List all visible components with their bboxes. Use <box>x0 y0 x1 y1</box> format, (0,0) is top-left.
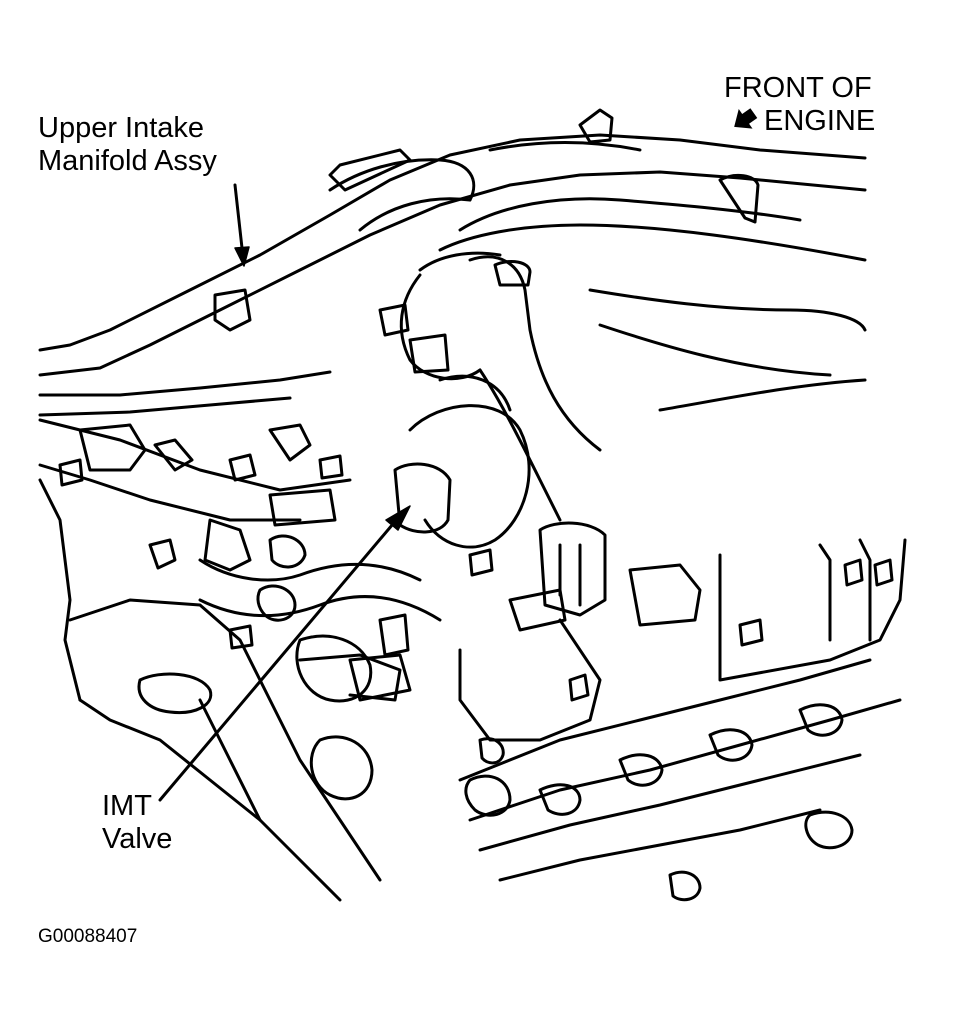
imt-valve-arrowhead-icon <box>385 505 411 531</box>
imt-valve-callout: IMT Valve <box>102 790 172 856</box>
front-of-engine-line2: ENGINE <box>764 105 876 137</box>
figure-id: G00088407 <box>38 926 138 947</box>
upper-intake-manifold-callout: Upper Intake Manifold Assy <box>38 112 217 178</box>
upper-intake-callout-line1: Upper Intake <box>38 112 205 144</box>
upper-intake-arrowhead-icon <box>234 246 250 267</box>
front-of-engine-row2: ENGINE <box>724 105 875 138</box>
imt-valve-callout-line2: Valve <box>102 823 173 855</box>
imt-valve-leader <box>158 505 411 802</box>
lower-engine-block <box>38 418 907 902</box>
front-of-engine-line1: FRONT OF <box>724 72 872 104</box>
imt-valve-assembly <box>58 333 702 742</box>
upper-intake-manifold <box>38 108 867 549</box>
upper-intake-leader <box>233 183 250 267</box>
front-direction-arrow-icon <box>734 108 758 129</box>
front-of-engine-label: FRONT OF ENGINE <box>724 72 875 138</box>
upper-intake-callout-line2: Manifold Assy <box>38 145 217 177</box>
imt-valve-callout-line1: IMT <box>102 790 152 822</box>
